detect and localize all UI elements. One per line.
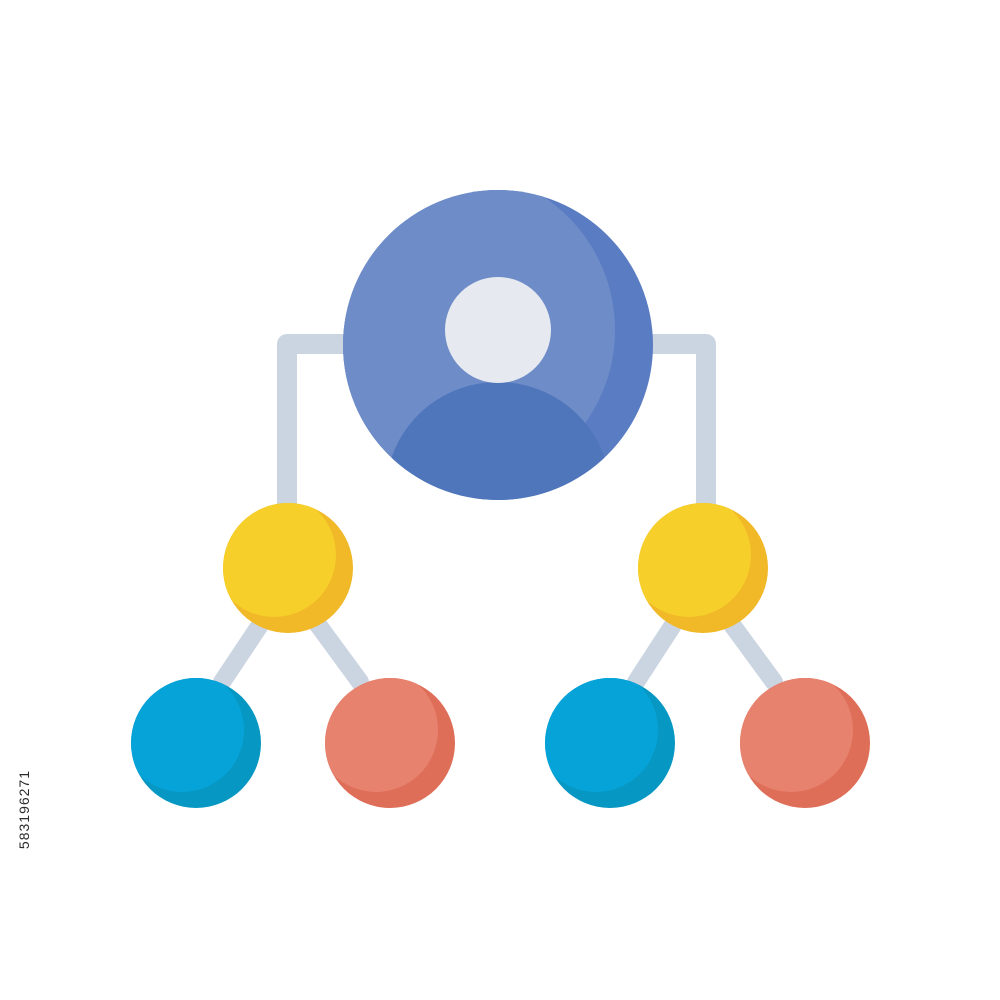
connector-left-to-leaf2 [307,613,369,691]
connector-root-right [640,334,716,530]
leaf-node-red-left [325,678,455,808]
user-body-icon [386,382,610,500]
connector-left-to-leaf1 [213,613,271,691]
connector-right-to-leaf3 [627,613,684,691]
connector-root-left [277,334,355,530]
leaf-node-blue-right [545,678,675,808]
leaf-node-blue-left [131,678,261,808]
user-head-icon [445,277,551,383]
connector-right-to-leaf4 [721,613,783,691]
leaf-node-red-right [740,678,870,808]
connector-lines [213,334,783,691]
middle-node-left [223,503,353,633]
middle-node-right [638,503,768,633]
stock-id-label: 583196271 [16,770,32,850]
root-user-node [343,190,653,500]
